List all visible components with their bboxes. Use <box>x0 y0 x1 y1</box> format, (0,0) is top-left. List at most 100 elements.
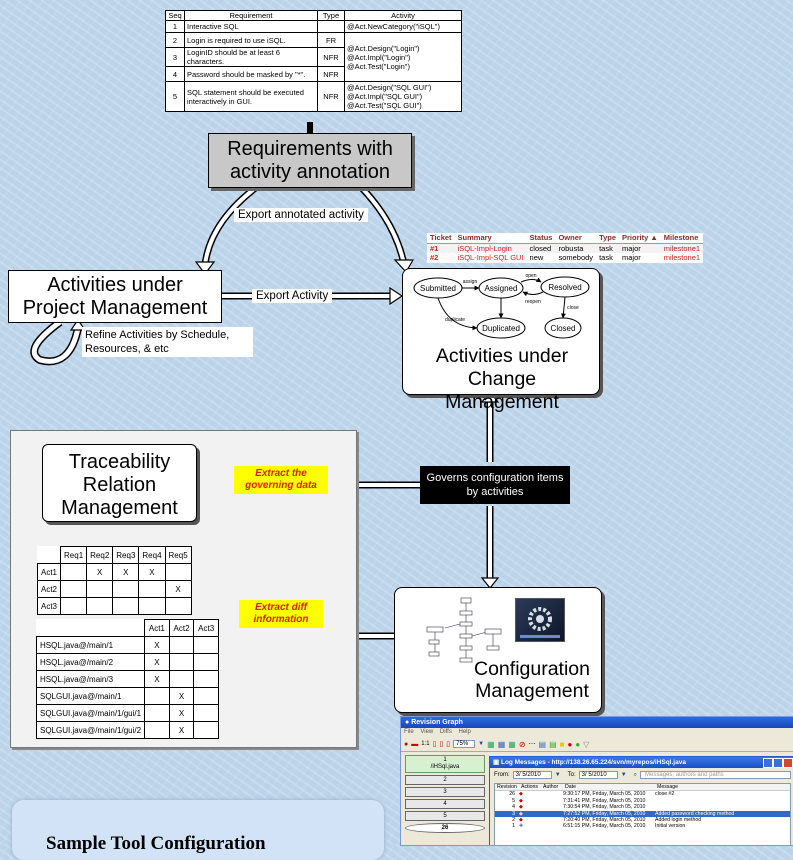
log-row[interactable]: 4 ◆ 7:30:54 PM, Friday, March 05, 2010 <box>495 804 790 810</box>
ticket-priority: major <box>622 243 641 253</box>
revision-node[interactable]: 4 <box>405 799 485 809</box>
to-date-input[interactable]: 3/ 5/2010 <box>578 771 618 779</box>
ticket-summary-link[interactable]: iSQL-Impl-SQL GUI <box>457 253 524 262</box>
menu-diffs[interactable]: Diffs <box>439 729 452 735</box>
tool-icon[interactable]: ▤ <box>549 739 557 749</box>
col-date[interactable]: Date <box>565 784 576 790</box>
state-machine-diagram: Submitted Assigned Resolved Duplicated C… <box>413 273 590 339</box>
req-to-cm-arrow <box>357 183 408 265</box>
from-date-input[interactable]: 3/ 5/2010 <box>512 771 552 779</box>
matrix-header: Req1 <box>60 546 88 564</box>
search-input[interactable]: Messages, authors and paths <box>640 771 791 779</box>
file-name-cell: SQLGUI.java@/main/1/gui/2 <box>35 721 146 739</box>
file-matrix: Act1 Act2 Act3 HSQL.java@/main/1 X HSQL.… <box>35 619 219 739</box>
col-author[interactable]: Author <box>543 784 559 790</box>
log-message: close #2 <box>655 791 675 798</box>
menu-help[interactable]: Help <box>458 729 471 735</box>
log-message: Added password checking method <box>655 810 735 817</box>
matrix-cell <box>144 687 170 705</box>
matrix-cell <box>164 563 192 581</box>
matrix-cell: X <box>144 636 170 654</box>
log-title: Log Messages - http://138.26.65.224/svn/… <box>500 759 686 766</box>
ticket-milestone-link[interactable]: milestone1 <box>663 253 701 262</box>
minimize-icon[interactable] <box>763 758 773 768</box>
transition-label: close <box>567 305 579 311</box>
req-type: NFR <box>317 47 345 67</box>
filter-icon[interactable]: ▽ <box>583 739 590 749</box>
matrix-cell: X <box>164 580 192 598</box>
matrix-cell <box>86 597 114 615</box>
to-dropdown-icon[interactable]: ▼ <box>620 772 627 778</box>
ticket-col-summary: Summary <box>454 233 527 244</box>
col-revision[interactable]: Revision <box>497 784 517 790</box>
search-icon[interactable]: ⌕ <box>633 771 638 778</box>
extract-governing-label: Extract the governing data <box>234 466 328 494</box>
transition-open-arrow <box>520 277 542 283</box>
file-name-cell: HSQL.java@/main/3 <box>35 670 146 688</box>
menu-view[interactable]: View <box>420 729 434 735</box>
graph-icon[interactable]: ▦ <box>487 739 495 749</box>
graph-icon[interactable]: ▦ <box>508 739 516 749</box>
ticket-milestone-link[interactable]: milestone1 <box>663 243 701 253</box>
graph-icon[interactable]: ▦ <box>497 739 506 749</box>
state-label: Resolved <box>548 283 581 292</box>
tool-icon[interactable]: ● <box>567 739 573 749</box>
project-mgmt-node: Activities under Project Management <box>8 270 222 323</box>
log-revision: 3 <box>512 810 515 817</box>
col-actions[interactable]: Actions <box>521 784 539 790</box>
log-row[interactable]: 26 ◆ 9:30:17 PM, Friday, March 05, 2010 … <box>495 791 790 797</box>
matrix-cell <box>138 597 166 615</box>
matrix-cell: X <box>168 721 195 739</box>
revision-node[interactable]: 2 <box>405 775 485 785</box>
log-list: Revision Actions Author Date Message 26 … <box>494 783 791 845</box>
change-mgmt-label: Activities under Change Management <box>435 345 569 413</box>
log-date: 6:51:15 PM, Friday, March 05, 2010 <box>563 823 646 830</box>
revision-node[interactable]: 3 <box>405 787 485 797</box>
revision-node[interactable]: 26 <box>405 823 485 833</box>
matrix-cell <box>144 721 170 739</box>
log-row[interactable]: 2 ◆ 7:20:40 PM, Friday, March 05, 2010 A… <box>495 817 790 823</box>
page-icon[interactable]: ▯ <box>446 741 451 748</box>
more-icon[interactable]: ⋯ <box>528 741 536 748</box>
ticket-id-link[interactable]: #2 <box>430 253 439 262</box>
ratio-icon[interactable]: 1:1 <box>421 741 430 747</box>
req-activity: @Act.Design("SQL GUI") @Act.Impl("SQL GU… <box>344 81 462 112</box>
revision-node[interactable]: 5 <box>405 811 485 821</box>
page-icon[interactable]: ▯ <box>432 741 437 748</box>
revision-node[interactable]: 1 /iHSql.java <box>405 755 485 773</box>
matrix-cell <box>193 687 219 705</box>
tool-icon[interactable]: ● <box>575 739 581 749</box>
log-row[interactable]: 1 ✚ 6:51:15 PM, Friday, March 05, 2010 I… <box>495 823 790 829</box>
matrix-cell <box>112 580 140 598</box>
state-label: Assigned <box>485 284 518 293</box>
zoom-select[interactable]: 75% <box>453 740 476 748</box>
tool-icon[interactable]: ■ <box>559 739 565 749</box>
dropdown-icon[interactable]: ▼ <box>478 741 485 747</box>
maximize-icon[interactable] <box>773 758 783 768</box>
matrix-header: Req2 <box>86 546 114 564</box>
close-icon[interactable] <box>783 758 793 768</box>
config-mgmt-label: Configuration Management <box>474 658 590 702</box>
req-text: SQL statement should be executed interac… <box>184 81 318 112</box>
matrix-cell: X <box>144 653 170 671</box>
page-icon[interactable]: ▯ <box>439 741 444 748</box>
req-type: NFR <box>317 81 345 112</box>
tool-icon[interactable]: ▤ <box>538 739 547 749</box>
stop-icon[interactable]: ⊘ <box>518 739 526 749</box>
ticket-id-link[interactable]: #1 <box>430 243 439 253</box>
menu-file[interactable]: File <box>404 729 414 735</box>
state-label: Submitted <box>420 284 456 293</box>
minus-icon[interactable]: ▬ <box>411 740 419 748</box>
log-row-selected[interactable]: 3 ◆ 7:27:52 PM, Friday, March 05, 2010 A… <box>495 810 790 818</box>
matrix-header: Act2 <box>168 619 195 637</box>
record-icon[interactable]: ● <box>404 740 409 748</box>
from-dropdown-icon[interactable]: ▼ <box>554 772 561 778</box>
matrix-cell: Act2 <box>36 580 62 598</box>
log-row[interactable]: 5 ◆ 7:31:41 PM, Friday, March 05, 2010 <box>495 798 790 804</box>
file-name-cell: HSQL.java@/main/2 <box>35 653 146 671</box>
transition-close-arrow <box>560 296 566 319</box>
transition-label: duplicate <box>445 317 465 323</box>
ticket-summary-link[interactable]: iSQL-Impl-Login <box>457 243 512 253</box>
matrix-cell <box>60 580 88 598</box>
col-message[interactable]: Message <box>657 784 679 790</box>
